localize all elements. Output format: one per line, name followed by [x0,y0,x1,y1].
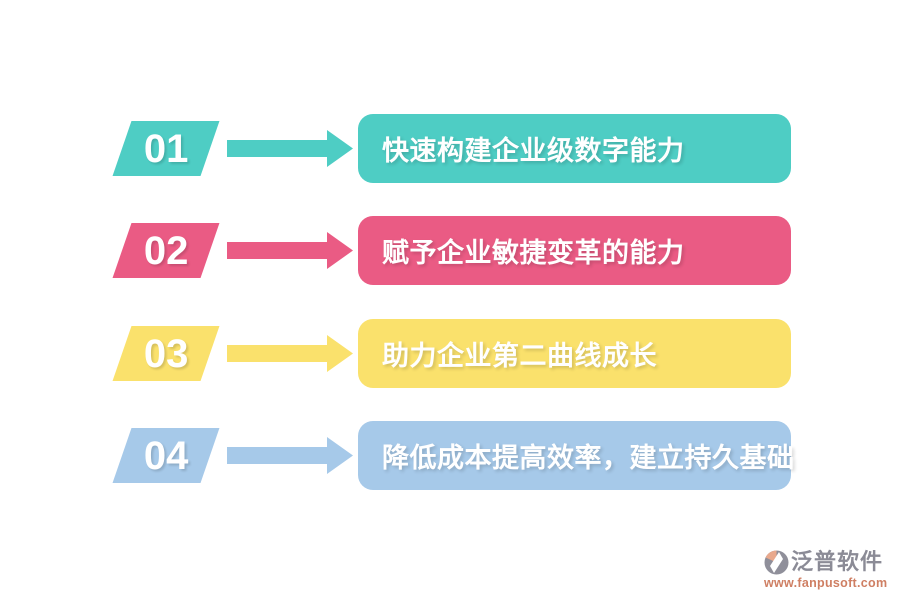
step-number: 01 [143,126,189,171]
step-number-badge: 04 [112,428,220,483]
step-row-2: 02 赋予企业敏捷变革的能力 [0,216,900,285]
fanpu-watermark: 泛普软件 www.fanpusoft.com [764,550,890,590]
step-number-badge: 01 [112,121,220,176]
step-row-4: 04 降低成本提高效率，建立持久基础 [0,421,900,490]
step-row-1: 01 快速构建企业级数字能力 [0,114,900,183]
flow-arrow-icon [227,232,353,269]
step-number: 02 [143,228,189,273]
step-number-badge: 02 [112,223,220,278]
flow-arrow-icon [227,335,353,372]
step-label: 助力企业第二曲线成长 [382,341,657,371]
step-label: 降低成本提高效率，建立持久基础 [382,443,795,473]
step-number-badge: 03 [112,326,220,381]
step-label-card: 助力企业第二曲线成长 [358,319,791,388]
step-label-card: 赋予企业敏捷变革的能力 [358,216,791,285]
step-row-3: 03 助力企业第二曲线成长 [0,319,900,388]
step-label-card: 降低成本提高效率，建立持久基础 [358,421,794,490]
brand-url: www.fanpusoft.com [764,576,888,590]
step-number: 03 [143,331,189,376]
step-number: 04 [143,433,189,478]
fanpu-logo-icon [764,550,789,575]
step-label: 快速构建企业级数字能力 [382,136,685,166]
brand-name: 泛普软件 [791,549,884,575]
flow-arrow-icon [227,437,353,474]
flow-arrow-icon [227,130,353,167]
step-label-card: 快速构建企业级数字能力 [358,114,791,183]
step-label: 赋予企业敏捷变革的能力 [382,238,685,268]
